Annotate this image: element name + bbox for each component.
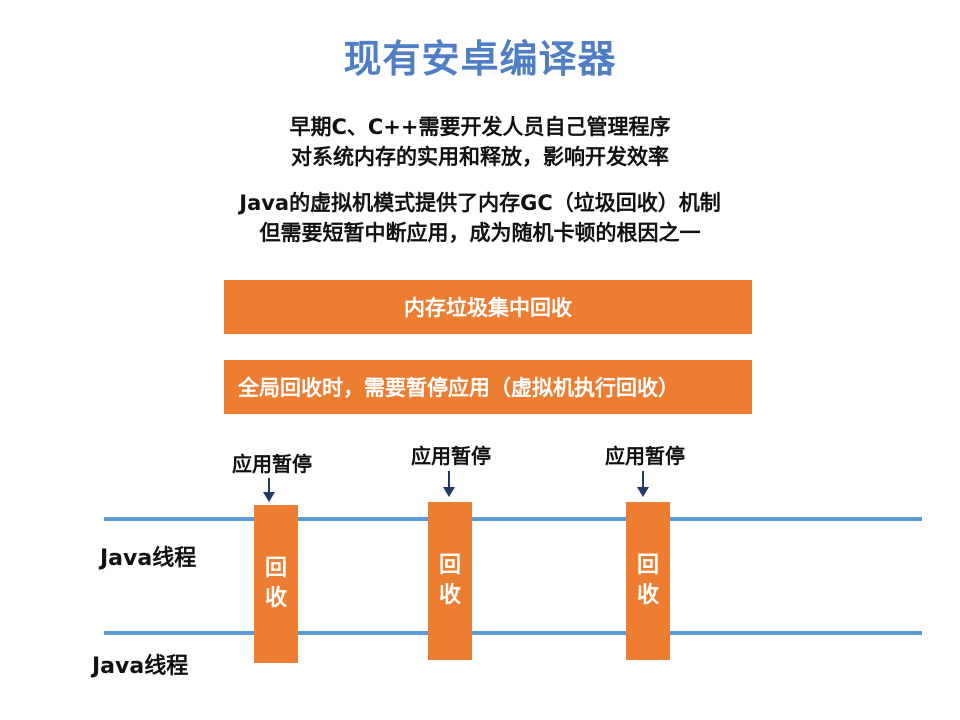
gc-box-3-char-1: 回 bbox=[636, 553, 659, 578]
pause-arrow-3 bbox=[637, 471, 649, 497]
gc-concentrated-bar: 内存垃圾集中回收 bbox=[224, 280, 752, 334]
slide-title: 现有安卓编译器 bbox=[343, 37, 617, 81]
java-thread-label-2: Java线程 bbox=[92, 654, 189, 679]
gc-box-1-char-1: 回 bbox=[264, 556, 287, 581]
gc-box-2-char-1: 回 bbox=[438, 553, 461, 578]
intro-paragraph-java: Java的虚拟机模式提供了内存GC（垃圾回收）机制 但需要短暂中断应用，成为随机… bbox=[0, 188, 960, 248]
global-gc-bar: 全局回收时，需要暂停应用（虚拟机执行回收） bbox=[224, 360, 752, 414]
gc-box-3-char-2: 收 bbox=[636, 583, 659, 608]
intro-java-line-1: Java的虚拟机模式提供了内存GC（垃圾回收）机制 bbox=[239, 191, 721, 215]
gc-box-1-char-2: 收 bbox=[264, 586, 287, 611]
pause-label-1: 应用暂停 bbox=[232, 452, 312, 476]
java-thread-line-1 bbox=[104, 517, 922, 521]
intro-paragraph-c: 早期C、C++需要开发人员自己管理程序 对系统内存的实用和释放，影响开发效率 bbox=[0, 112, 960, 172]
gc-box-2: 回 收 bbox=[428, 502, 472, 660]
java-thread-label-1: Java线程 bbox=[100, 546, 197, 571]
pause-arrow-1 bbox=[263, 478, 275, 502]
pause-label-3: 应用暂停 bbox=[605, 444, 685, 468]
intro-java-line-2: 但需要短暂中断应用，成为随机卡顿的根因之一 bbox=[259, 221, 701, 245]
gc-box-2-char-2: 收 bbox=[438, 583, 461, 608]
intro-c-line-1: 早期C、C++需要开发人员自己管理程序 bbox=[289, 115, 671, 139]
gc-box-3: 回 收 bbox=[626, 502, 670, 660]
gc-box-1: 回 收 bbox=[254, 505, 298, 663]
pause-arrow-2 bbox=[443, 471, 455, 497]
intro-c-line-2: 对系统内存的实用和释放，影响开发效率 bbox=[291, 145, 669, 169]
pause-label-2: 应用暂停 bbox=[411, 444, 491, 468]
java-thread-line-2 bbox=[104, 631, 922, 635]
